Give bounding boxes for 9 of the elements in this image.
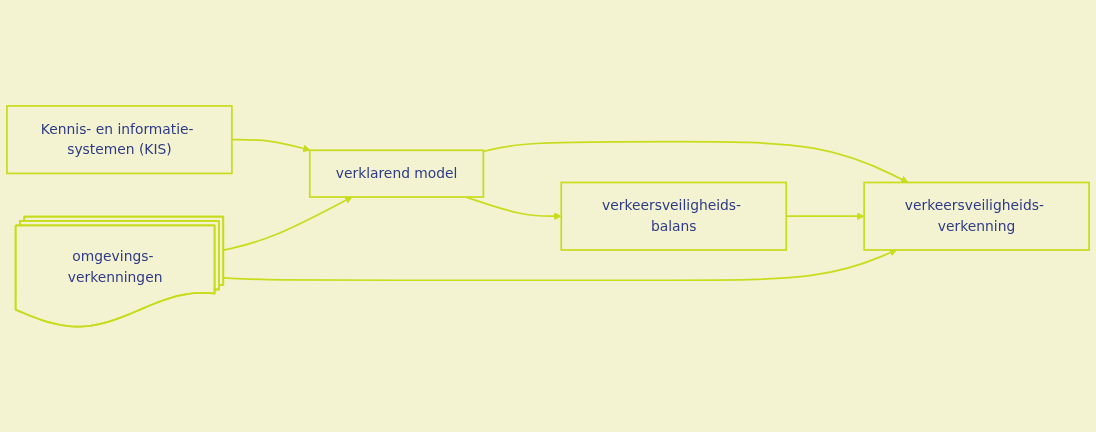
node-box: verkeersveiligheids- balans — [560, 181, 788, 251]
arrow — [482, 140, 909, 183]
arrow — [231, 138, 311, 152]
arrow — [222, 248, 898, 281]
node-box: Kennis- en informatie- systemen (KIS) — [6, 104, 233, 175]
node-box: verklarend model — [308, 149, 485, 198]
arrow — [464, 195, 562, 220]
arrow — [222, 196, 353, 251]
node-box: verkeersveiligheids- verkenning — [863, 181, 1090, 251]
